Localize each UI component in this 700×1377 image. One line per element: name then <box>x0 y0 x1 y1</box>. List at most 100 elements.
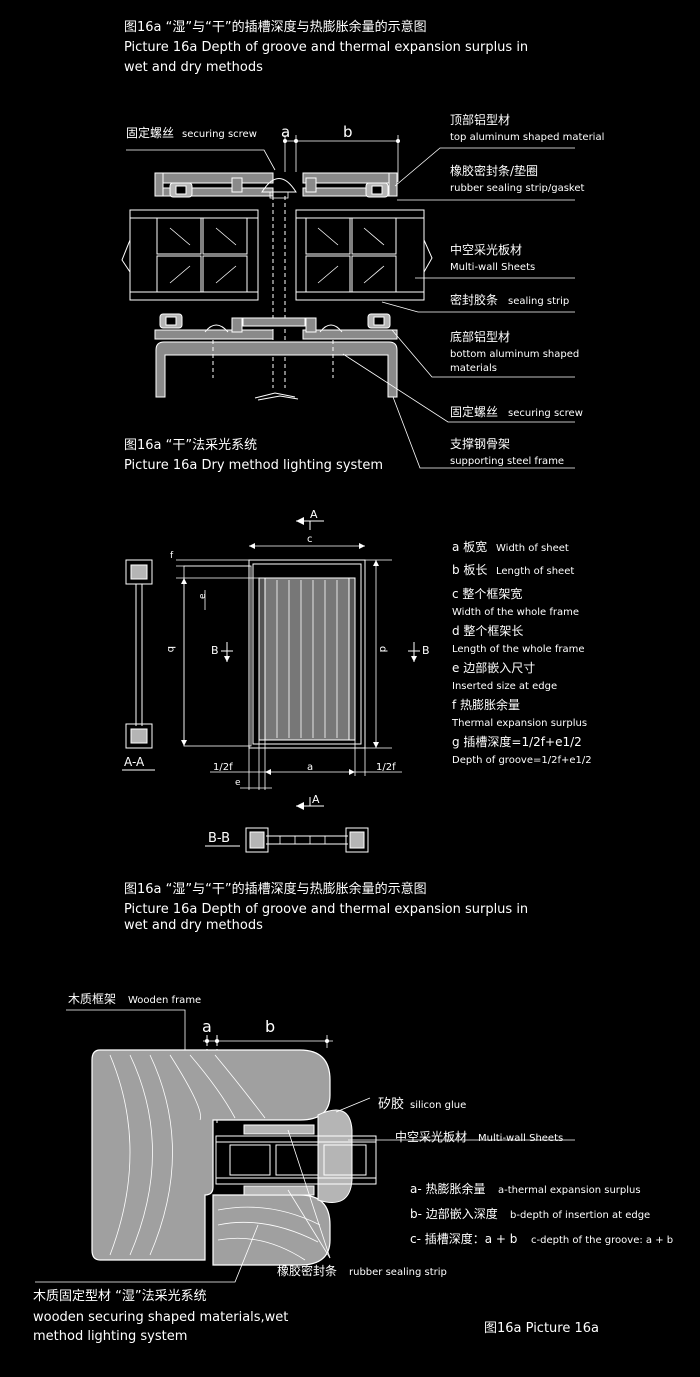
legend-item-f-cn: f 热膨胀余量 <box>452 697 520 712</box>
wood-frame-main <box>91 1049 331 1261</box>
wood-multiwall-sheet <box>215 1135 377 1185</box>
silicon-glue <box>317 1109 353 1203</box>
leader-lines-section1 <box>126 147 575 469</box>
dimension-ab-top: a b <box>281 123 400 182</box>
sec-a-bottom-label: A <box>312 793 320 806</box>
dim-f-label: f <box>170 551 174 561</box>
legend-item-c-cn: c 整个框架宽 <box>452 586 522 601</box>
legend-item-b-en: Length of sheet <box>496 566 574 577</box>
legend-item-f-en: Thermal expansion surplus <box>451 718 587 729</box>
label-top-alu-en: top aluminum shaped material <box>450 132 604 143</box>
section-marker-b-right: B <box>408 642 430 662</box>
frame-legend: a 板宽 Width of sheet b 板长 Length of sheet… <box>451 539 592 766</box>
wood-legend-b-en: b-depth of insertion at edge <box>510 1210 650 1221</box>
label-steel: 支撑钢骨架 <box>450 436 510 451</box>
section-marker-a-top: A <box>296 508 324 530</box>
label-sealing-en: sealing strip <box>508 296 569 307</box>
wood-legend-b-cn: b- 边部嵌入深度 <box>410 1206 498 1221</box>
label-wood-fixed-2: wooden securing shaped materials,wet <box>33 1310 288 1325</box>
label-rubber-en: rubber sealing strip/gasket <box>450 183 585 194</box>
legend-item-c-en: Width of the whole frame <box>452 607 579 618</box>
wood-legend-c-cn: c- 插槽深度：a + b <box>410 1231 517 1246</box>
legend-item-g-en: Depth of groove=1/2f+e1/2 <box>452 755 592 766</box>
top-aluminum-profile <box>154 172 398 199</box>
dim-e-bottom: e <box>235 778 241 788</box>
legend-item-e-en: Inserted size at edge <box>452 681 557 692</box>
wood-legend-a-en: a-thermal expansion surplus <box>498 1185 641 1196</box>
steel-frame <box>155 340 398 401</box>
sec-a-top-label: A <box>310 508 318 521</box>
section-aa-view: A-A <box>122 559 155 771</box>
legend-item-e-cn: e 边部嵌入尺寸 <box>452 660 535 675</box>
dim-half-f-left: 1/2f <box>213 762 233 773</box>
outer-frame <box>248 559 366 749</box>
label-sealing: 密封胶条 <box>450 292 498 307</box>
wood-legend-c-en: c-depth of the groove: a + b <box>531 1235 673 1246</box>
bb-label: B-B <box>208 831 230 846</box>
dim-e-vertical-label: e <box>198 593 208 599</box>
section1-caption-cn: 图16a “干”法采光系统 <box>124 438 257 453</box>
dim-a-bottom: a <box>307 762 313 773</box>
label-sheets-en: Multi-wall Sheets <box>450 262 535 273</box>
label-wood-fixed-1: 木质固定型材 “湿”法采光系统 <box>33 1289 207 1304</box>
sec-b-right-label: B <box>422 644 430 657</box>
section2-caption-cn: 图16a “湿”与“干”的插槽深度与热膨胀余量的示意图 <box>124 881 427 897</box>
wood-legend-a-cn: a- 热膨胀余量 <box>410 1181 486 1196</box>
wood-securing-piece <box>212 1194 331 1266</box>
legend-item-d-en: Length of the whole frame <box>452 644 584 655</box>
label-wood-sheets-en: Multi-wall Sheets <box>478 1133 563 1144</box>
bottom-aluminum-profile <box>154 313 398 340</box>
sec-b-left-label: B <box>211 644 219 657</box>
aa-label: A-A <box>124 755 145 769</box>
wood-grain <box>109 1054 266 1256</box>
multiwall-sheet-left <box>121 209 259 301</box>
section2-caption-en-1: Picture 16a Depth of groove and thermal … <box>124 902 528 917</box>
label-wood-frame-en: Wooden frame <box>128 995 201 1006</box>
label-wood-rubber: 橡胶密封条 <box>277 1263 337 1278</box>
label-wood-sheets: 中空采光板材 <box>395 1129 467 1144</box>
section-dry-method: 图16a “湿”与“干”的插槽深度与热膨胀余量的示意图 Picture 16a … <box>121 19 604 473</box>
label-screw-top: 固定螺丝 <box>126 125 174 140</box>
legend-item-a-cn: a 板宽 <box>452 539 487 554</box>
label-screw-top-en: securing screw <box>182 129 257 140</box>
section1-title-cn: 图16a “湿”与“干”的插槽深度与热膨胀余量的示意图 <box>124 19 427 35</box>
label-silicon-en: silicon glue <box>410 1100 466 1111</box>
multiwall-sheet-right <box>295 209 433 301</box>
label-wood-frame: 木质框架 <box>68 992 116 1006</box>
legend-item-d-cn: d 整个框架长 <box>452 623 523 638</box>
wood-dim-a: a <box>202 1017 212 1036</box>
section3-caption: 图16a Picture 16a <box>484 1321 599 1336</box>
label-bottom-alu-en-1: bottom aluminum shaped <box>450 349 579 360</box>
wood-legend: a- 热膨胀余量 a-thermal expansion surplus b- … <box>410 1181 673 1246</box>
section2-caption-en-2: wet and dry methods <box>124 918 263 933</box>
label-sheets: 中空采光板材 <box>450 242 522 257</box>
dim-b-label: b <box>343 123 353 141</box>
label-bottom-alu: 底部铝型材 <box>450 329 510 344</box>
label-bottom-alu-en-2: materials <box>450 363 497 374</box>
section-frame-dimensions: A c f e b <box>122 508 592 933</box>
label-steel-en: supporting steel frame <box>450 456 564 467</box>
label-silicon: 矽胶 <box>378 1096 404 1112</box>
label-wood-rubber-en: rubber sealing strip <box>349 1267 447 1278</box>
label-wood-fixed-3: method lighting system <box>33 1329 187 1344</box>
dim-b-vertical-label: b <box>165 646 176 652</box>
label-rubber: 橡胶密封条/垫圈 <box>450 163 538 178</box>
rubber-strip-bottom <box>243 1185 315 1196</box>
legend-item-b-cn: b 板长 <box>452 563 487 577</box>
section-marker-b-left: B <box>211 642 233 662</box>
dim-half-f-right: 1/2f <box>376 762 396 773</box>
section-bb-view: B-B <box>205 827 369 853</box>
dim-a-label: a <box>281 123 290 141</box>
section1-caption-en: Picture 16a Dry method lighting system <box>124 458 383 473</box>
dim-c-label: c <box>307 534 313 545</box>
wood-dim-b: b <box>265 1017 275 1036</box>
section-wet-method: 木质框架 Wooden frame a b <box>33 992 673 1344</box>
section1-title-en-2: wet and dry methods <box>124 60 263 75</box>
section1-title-en-1: Picture 16a Depth of groove and thermal … <box>124 40 528 55</box>
legend-item-a-en: Width of sheet <box>496 543 569 554</box>
rubber-strip-top <box>243 1124 315 1135</box>
label-screw-bottom-en: securing screw <box>508 408 583 419</box>
label-top-alu: 顶部铝型材 <box>450 112 510 127</box>
dim-d-vertical-label: d <box>377 646 388 652</box>
